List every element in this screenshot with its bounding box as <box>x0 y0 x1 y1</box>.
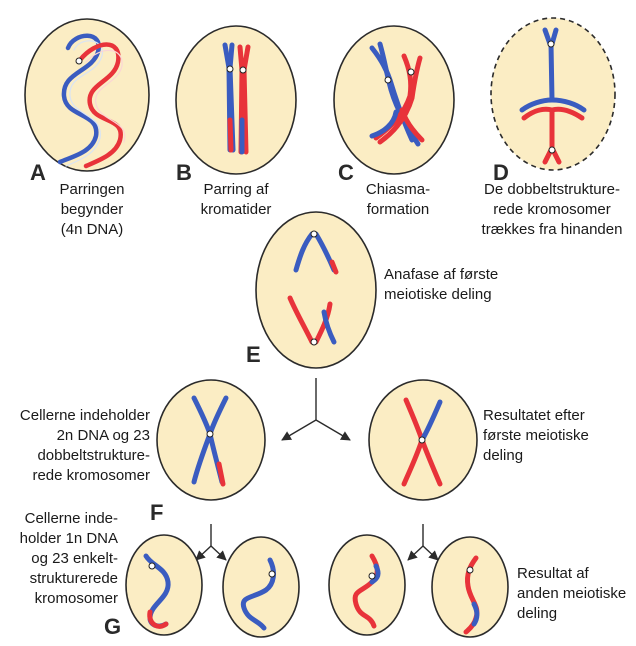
stage-g-caption-4: strukturerede <box>30 570 118 587</box>
stage-f2-caption-3: deling <box>483 447 523 464</box>
stage-g-caption-3: og 23 enkelt- <box>31 550 118 567</box>
cell-g-1 <box>125 534 203 636</box>
chromosome-f <box>191 395 229 487</box>
stage-g2-caption-3: deling <box>517 605 557 622</box>
cell-g-2 <box>222 536 300 638</box>
stage-a-caption-3: (4n DNA) <box>61 221 124 238</box>
stage-a-caption-2: begynder <box>61 201 124 218</box>
arrows-f-to-g-left <box>195 524 227 561</box>
stage-c: C Chiasma- formation <box>333 25 455 218</box>
arrows-e-to-f <box>281 378 351 441</box>
stage-g2-caption-1: Resultat af <box>517 565 590 582</box>
stage-f2-caption-1: Resultatet efter <box>483 407 585 424</box>
stage-d-letter: D <box>493 160 509 185</box>
stage-d-caption-3: trækkes fra hinanden <box>482 221 623 238</box>
stage-f-caption-3: dobbeltstrukture- <box>37 447 150 464</box>
chromosomes-e <box>287 230 339 346</box>
stage-g2-caption-2: anden meiotiske <box>517 585 626 602</box>
stage-g-caption-1: Cellerne inde- <box>25 510 118 527</box>
stage-f-letter: F <box>150 500 163 525</box>
stage-f-caption-4: rede kromosomer <box>32 467 150 484</box>
stage-b: B Parring af kromatider <box>175 25 297 218</box>
stage-e-letter: E <box>246 342 261 367</box>
stage-d-caption-2: rede kromosomer <box>493 201 611 218</box>
stage-f-caption-1: Cellerne indeholder <box>20 407 150 424</box>
stage-d: D De dobbeltstrukture- rede kromosomer t… <box>482 17 623 238</box>
stage-c-caption-1: Chiasma- <box>366 181 430 198</box>
stage-a-caption-1: Parringen <box>59 181 124 198</box>
stage-g-caption-2: holder 1n DNA <box>20 530 118 547</box>
stage-c-caption-2: formation <box>367 201 430 218</box>
stage-f-caption-2: 2n DNA og 23 <box>57 427 150 444</box>
stage-e-caption-2: meiotiske deling <box>384 286 492 303</box>
stage-a-letter: A <box>30 160 46 185</box>
stage-g-letter: G <box>104 614 121 639</box>
stage-e: E Anafase af første meiotiske deling <box>246 211 498 369</box>
stage-d-caption-1: De dobbeltstrukture- <box>484 181 620 198</box>
stage-g: G Cellerne inde- holder 1n DNA og 23 enk… <box>20 510 627 639</box>
stage-a: A Parringen begynder (4n DNA) <box>24 18 150 238</box>
stage-f-right: Resultatet efter første meiotiske deling <box>368 379 589 501</box>
stage-f: F Cellerne indeholder 2n DNA og 23 dobbe… <box>20 379 266 525</box>
chromosome-pair-d <box>519 27 587 165</box>
arrows-f-to-g-right <box>407 524 439 561</box>
stage-b-caption-1: Parring af <box>203 181 269 198</box>
chromosome-f-right <box>401 397 443 487</box>
chromosome-pair-c <box>369 41 425 147</box>
cell-e <box>255 211 377 369</box>
stage-g-caption-5: kromosomer <box>35 590 118 607</box>
stage-e-caption-1: Anafase af første <box>384 266 498 283</box>
stage-f2-caption-2: første meiotiske <box>483 427 589 444</box>
stage-b-letter: B <box>176 160 192 185</box>
stage-c-letter: C <box>338 160 354 185</box>
stage-b-caption-2: kromatider <box>201 201 272 218</box>
chromosome-pair-a <box>57 33 126 169</box>
chromosome-pair-b <box>222 42 251 155</box>
cell-b <box>175 25 297 175</box>
